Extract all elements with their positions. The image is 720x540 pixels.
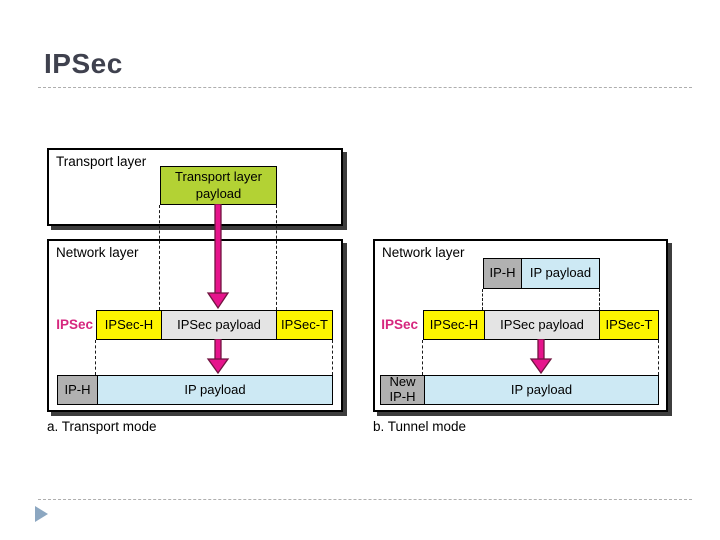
page-title: IPSec — [44, 48, 123, 79]
play-triangle-icon — [35, 506, 48, 522]
down-arrow-icon — [529, 339, 553, 375]
dashed-line — [95, 340, 96, 375]
caption-tunnel-mode: b. Tunnel mode — [373, 419, 467, 434]
new-ip-h-cell: New IP-H — [381, 374, 424, 404]
transport-layer-box: Transport layer — [47, 148, 343, 226]
ipsec-h-cell: IPSec-H — [97, 311, 161, 339]
dashed-line — [599, 289, 600, 310]
network-layer-label-b: Network layer — [382, 245, 465, 260]
ipsec-t-cell: IPSec-T — [599, 311, 658, 339]
ipsec-t-cell: IPSec-T — [276, 311, 332, 339]
down-arrow-icon — [206, 339, 230, 375]
ip-payload-cell: IP payload — [521, 259, 599, 288]
dashed-line — [422, 340, 423, 375]
dashed-line — [276, 205, 277, 310]
ipsec-payload-cell: IPSec payload — [161, 311, 276, 339]
transport-payload-box: Transport layer payload — [160, 166, 277, 205]
transport-layer-label: Transport layer — [56, 154, 147, 169]
ipsec-h-cell: IPSec-H — [424, 311, 484, 339]
down-arrow-icon — [206, 204, 230, 310]
inner-ip-row-b: IP-H IP payload — [483, 258, 600, 289]
ip-payload-cell: IP payload — [424, 376, 658, 404]
dashed-line — [482, 289, 483, 310]
ipsec-label-a: IPSec — [56, 317, 93, 332]
ip-row-a: IP-H IP payload — [57, 375, 333, 405]
ipsec-label-b: IPSec — [381, 317, 418, 332]
title-divider — [38, 87, 692, 88]
ip-payload-cell: IP payload — [97, 376, 332, 404]
dashed-line — [658, 340, 659, 375]
ipsec-row-a: IPSec-H IPSec payload IPSec-T — [96, 310, 333, 340]
outer-ip-row-b: New IP-H IP payload — [380, 374, 659, 405]
dashed-line — [332, 340, 333, 375]
footer-divider — [38, 499, 692, 500]
caption-transport-mode: a. Transport mode — [47, 419, 157, 434]
ip-h-cell: IP-H — [58, 376, 97, 404]
ip-h-cell: IP-H — [484, 259, 521, 288]
network-layer-label-a: Network layer — [56, 245, 139, 260]
dashed-line — [159, 205, 160, 310]
ipsec-payload-cell: IPSec payload — [484, 311, 599, 339]
ipsec-row-b: IPSec-H IPSec payload IPSec-T — [423, 310, 659, 340]
